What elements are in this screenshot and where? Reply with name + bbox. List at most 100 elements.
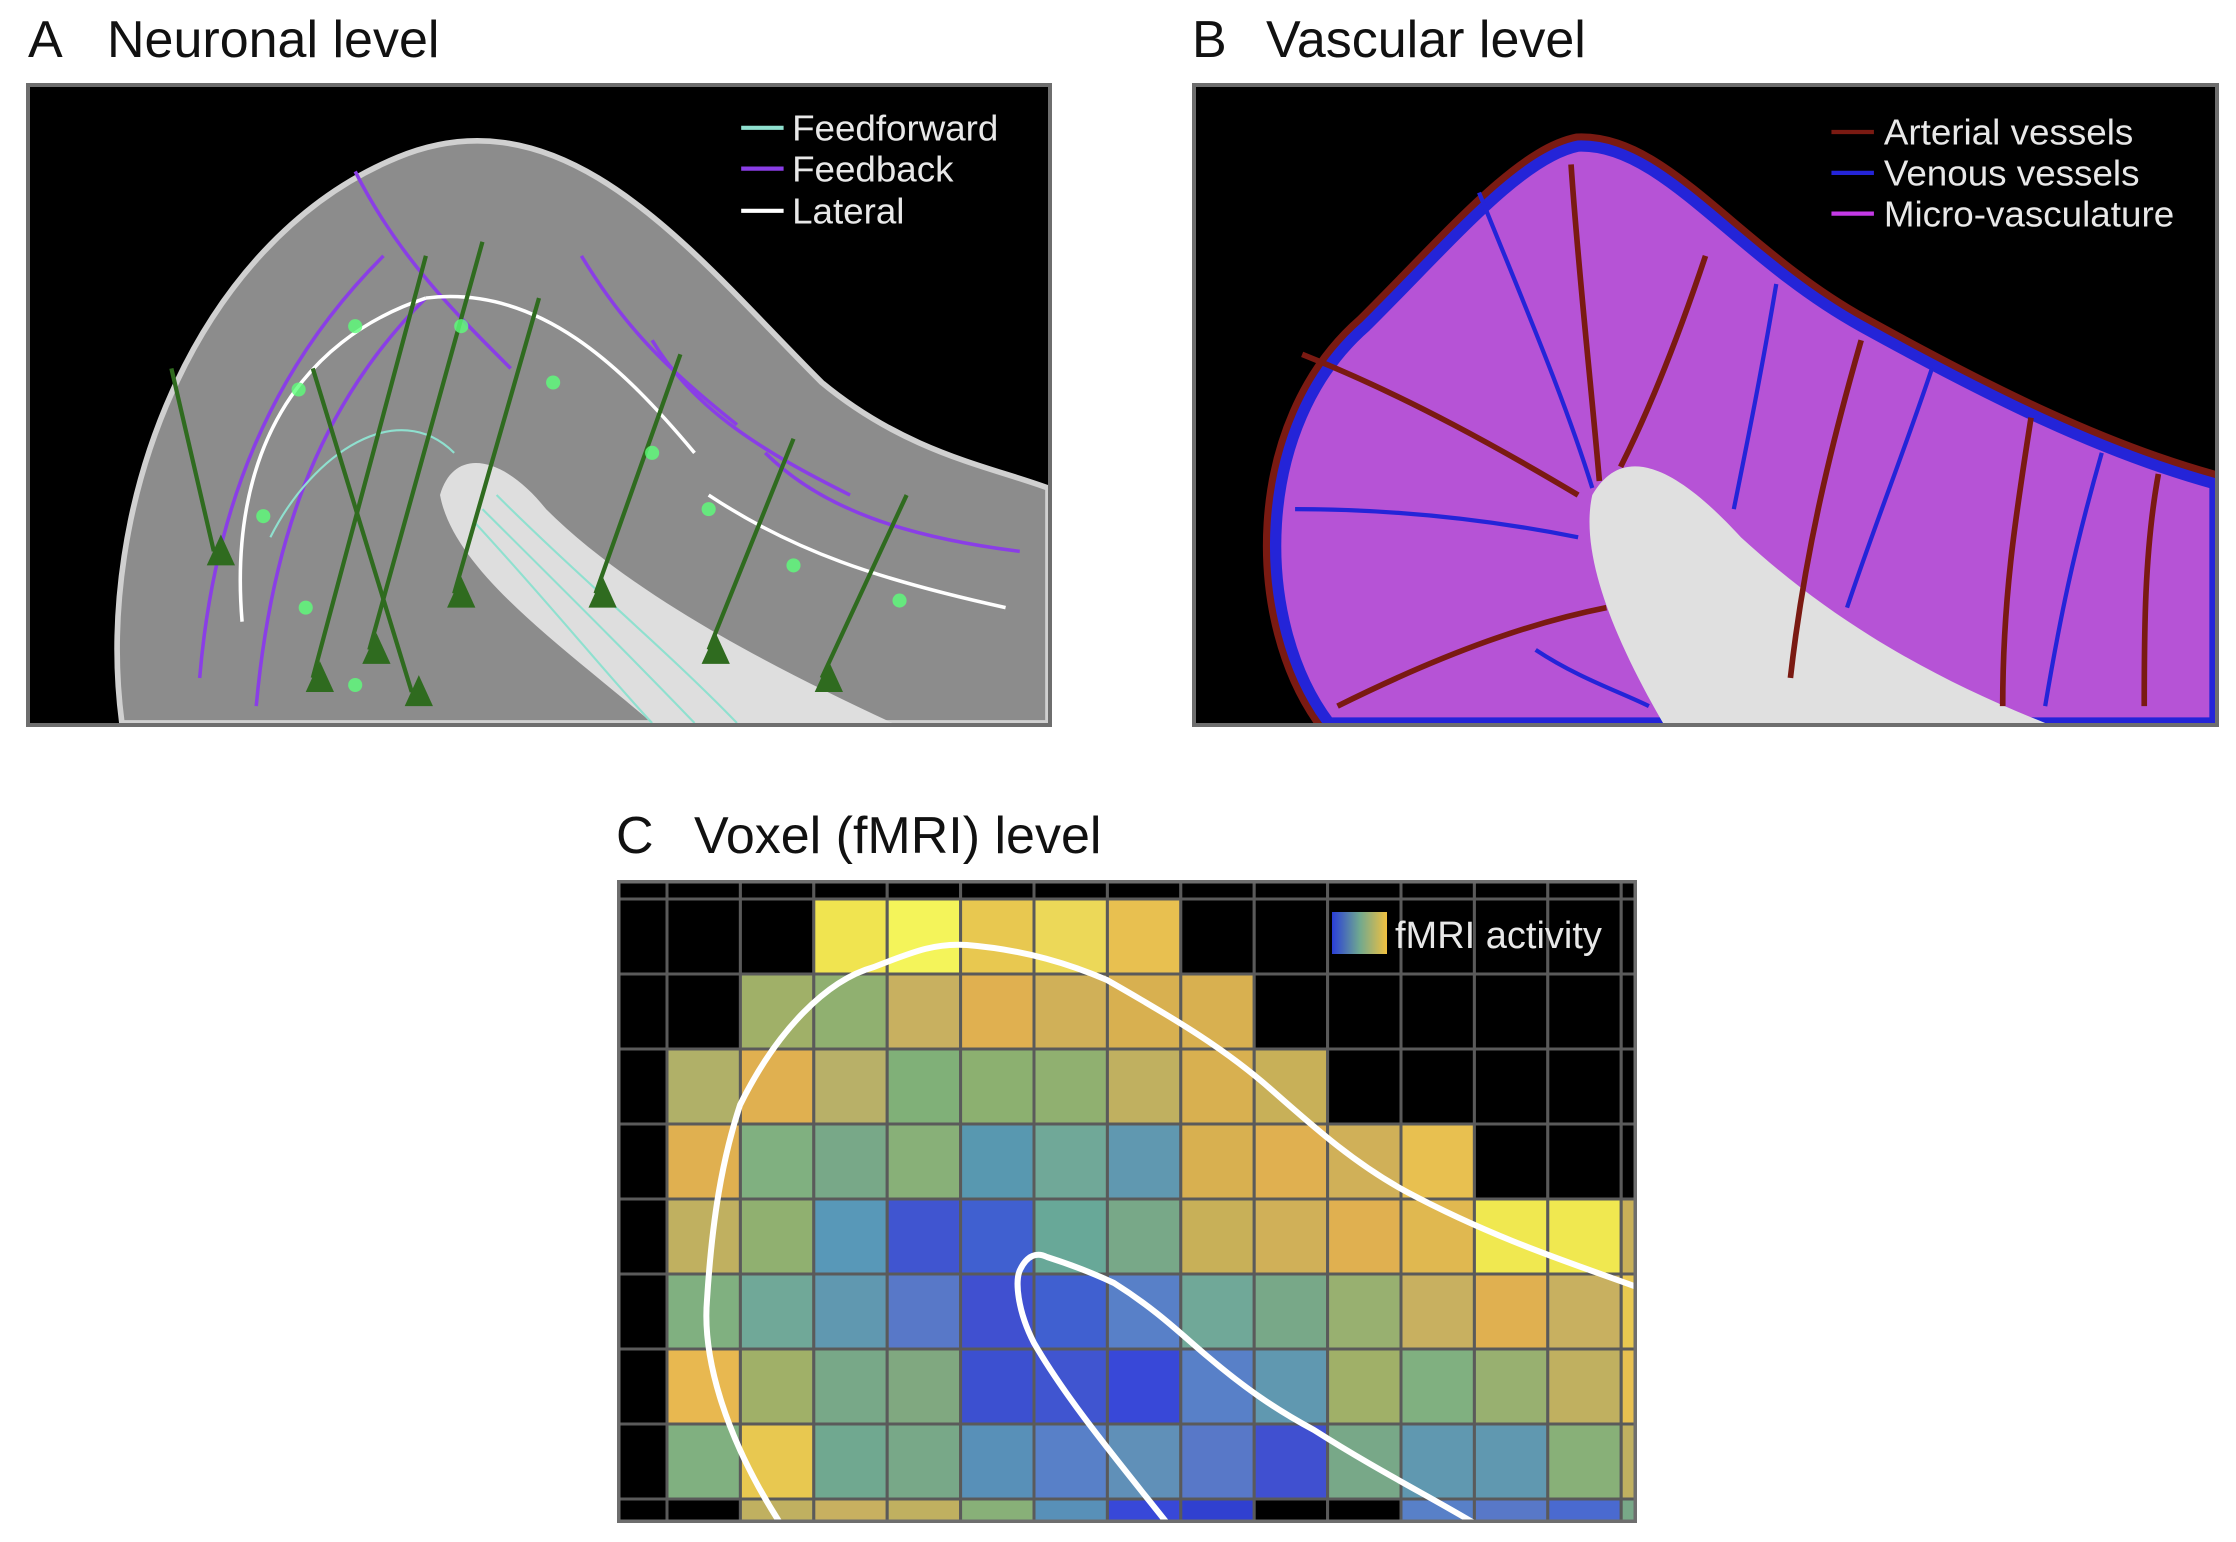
legend: Arterial vessels Venous vessels Micro-va…	[1831, 112, 2174, 234]
pyramidal-neurons	[206, 534, 843, 707]
white-matter-contour	[1014, 1251, 1476, 1523]
voxel-cell-empty	[1179, 897, 1256, 976]
voxel-cell	[1326, 1272, 1403, 1351]
voxel-cell	[885, 1422, 963, 1501]
voxel-cell	[1399, 1122, 1476, 1201]
voxel-cell	[1326, 1122, 1403, 1201]
voxel-cell	[665, 1422, 742, 1501]
voxel-cell	[885, 1122, 963, 1201]
cortex-microvasculature	[1269, 140, 2215, 723]
voxel-cell	[1032, 1197, 1109, 1276]
panel-b-letter: B	[1192, 11, 1227, 69]
voxel-cell	[959, 1122, 1036, 1201]
legend-feedforward: Feedforward	[792, 108, 998, 149]
panel-border	[617, 880, 1637, 1523]
voxel-cell-empty	[1399, 972, 1476, 1051]
voxel-cell	[812, 972, 889, 1051]
feedforward-fibers	[269, 429, 738, 723]
voxel-cell-empty	[665, 972, 742, 1051]
voxel-cell	[738, 1122, 816, 1201]
voxel-cell	[1105, 1347, 1183, 1426]
voxel-cell	[1252, 1272, 1330, 1351]
voxel-cell	[1179, 1047, 1256, 1126]
legend-venous: Venous vessels	[1884, 153, 2140, 194]
voxel-cell-empty	[617, 1422, 669, 1501]
pyramidal-dendrites	[169, 241, 909, 693]
voxel-cell-empty	[1546, 1047, 1623, 1126]
voxel-cell	[1105, 897, 1183, 976]
voxel-cell	[1105, 1122, 1183, 1201]
voxel-cell	[1326, 1197, 1403, 1276]
panel-c-letter: C	[616, 807, 654, 865]
venous-vessels	[1295, 191, 2104, 709]
voxel-cell-empty	[617, 1272, 669, 1351]
voxel-cell	[885, 1197, 963, 1276]
voxel-cell-empty	[1326, 972, 1403, 1051]
voxel-cell	[1179, 1497, 1256, 1523]
voxel-cell	[1032, 972, 1109, 1051]
legend-fmri-activity: fMRI activity	[1395, 915, 1602, 957]
voxel-cell	[959, 1422, 1036, 1501]
voxel-cell	[812, 1047, 889, 1126]
voxel-cell	[885, 897, 963, 976]
voxel-cell	[1179, 1272, 1256, 1351]
voxel-cell-empty	[617, 972, 669, 1051]
voxel-cell	[738, 1422, 816, 1501]
voxel-cell	[959, 1497, 1036, 1523]
neuronal-illustration: Feedforward Feedback Lateral	[114, 108, 1048, 723]
voxel-cell	[665, 1197, 742, 1276]
voxel-cell	[738, 1197, 816, 1276]
voxel-cell	[1105, 1197, 1183, 1276]
voxel-cell-empty	[1252, 1497, 1330, 1523]
voxel-cell-empty	[617, 897, 669, 976]
voxel-cell	[1032, 1272, 1109, 1351]
voxel-cell	[812, 1122, 889, 1201]
voxel-cell	[1399, 1272, 1476, 1351]
legend: fMRI activity	[1332, 912, 1602, 957]
voxel-cell-empty	[1472, 972, 1550, 1051]
voxel-cell	[1252, 1197, 1330, 1276]
voxel-cell-empty	[1546, 1122, 1623, 1201]
voxel-cell	[1252, 1422, 1330, 1501]
legend-microvasculature: Micro-vasculature	[1884, 193, 2174, 234]
voxel-cell-empty	[1399, 1047, 1476, 1126]
vascular-illustration: Arterial vessels Venous vessels Micro-va…	[1262, 112, 2215, 723]
cortex-gray-matter	[114, 137, 1048, 723]
panel-b-title: Vascular level	[1266, 11, 1586, 69]
voxel-cell	[1032, 1122, 1109, 1201]
neuronal-level-panel: Feedforward Feedback Lateral	[26, 83, 1052, 727]
voxel-grid: fMRI activity	[617, 880, 1637, 1523]
voxel-cell	[812, 1197, 889, 1276]
voxel-cell	[1032, 1497, 1109, 1523]
voxel-cell	[1399, 1347, 1476, 1426]
voxel-cell	[885, 972, 963, 1051]
voxel-cell-empty	[1252, 897, 1330, 976]
voxel-cell	[1105, 1047, 1183, 1126]
voxel-cell	[812, 897, 889, 976]
voxel-cell-empty	[1399, 897, 1476, 976]
voxel-cell	[738, 1272, 816, 1351]
voxel-cell-empty	[1472, 897, 1550, 976]
voxel-cell	[1546, 1422, 1623, 1501]
panel-a-title: Neuronal level	[107, 11, 440, 69]
panel-c-title: Voxel (fMRI) level	[694, 807, 1102, 865]
voxel-cell	[1472, 1197, 1550, 1276]
voxel-cell	[1179, 1422, 1256, 1501]
voxel-cell	[738, 1347, 816, 1426]
voxel-cell	[1179, 972, 1256, 1051]
voxel-cell-empty	[617, 1497, 669, 1523]
voxel-cell	[1252, 1122, 1330, 1201]
white-matter	[1589, 466, 2046, 723]
voxel-cell	[812, 1272, 889, 1351]
voxel-level-panel: fMRI activity	[617, 880, 1637, 1523]
voxel-cell-empty	[617, 1122, 669, 1201]
legend: Feedforward Feedback Lateral	[741, 108, 998, 231]
voxel-cell-empty	[1472, 1047, 1550, 1126]
voxel-cell	[1472, 1497, 1550, 1523]
voxel-cell-empty	[617, 1347, 669, 1426]
voxel-cell	[1179, 1122, 1256, 1201]
voxel-cell-empty	[1472, 1122, 1550, 1201]
voxel-cell	[1472, 1272, 1550, 1351]
voxel-cell	[1252, 1347, 1330, 1426]
voxel-cell	[1619, 1497, 1637, 1523]
